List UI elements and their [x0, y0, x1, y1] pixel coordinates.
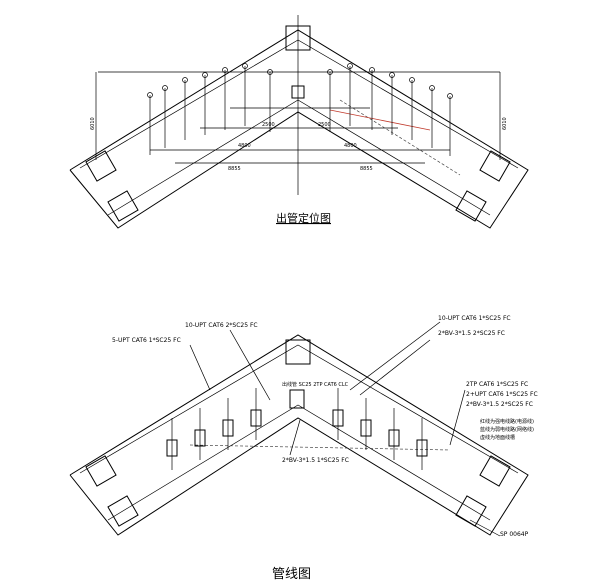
pillar-right-1b — [479, 455, 511, 487]
pillar-left-2b — [107, 495, 139, 527]
bottom-wiring-view: 10-UPT CAT6 2*SC25 FC 5-UPT CAT6 1*SC25 … — [69, 315, 538, 582]
leader-2 — [189, 344, 211, 391]
outlet-marker — [162, 85, 168, 91]
outer-wall-bottom — [69, 334, 529, 536]
callout-5: 出线管 SC25 2TP CAT6 CLC — [282, 381, 349, 388]
pillar-top-b — [285, 339, 311, 365]
bottom-view-title: 管线图 — [272, 567, 311, 582]
inner-wall-bottom — [79, 344, 519, 474]
outlet-marker — [267, 69, 273, 75]
pillar-right-2 — [455, 190, 487, 222]
leader-7 — [469, 519, 501, 537]
outlet-marker — [222, 67, 228, 73]
legend-3: 虚线为地面线槽 — [480, 434, 515, 441]
callout-7: 2TP CAT6 1*SC25 FC — [466, 381, 528, 388]
dim-center-label-2: 2500 — [262, 122, 275, 128]
callout-2: 5-UPT CAT6 1*SC25 FC — [112, 337, 181, 344]
callout-9: 2*BV-3*1.5 2*SC25 FC — [466, 401, 533, 408]
outlet-marker — [369, 67, 375, 73]
dim-center-label-3: 2500 — [318, 122, 331, 128]
inner-wall-bottom-2 — [107, 404, 491, 521]
pillar-left-1 — [85, 150, 117, 182]
leader-1 — [229, 329, 271, 401]
floor-trunk-bottom — [189, 444, 451, 451]
pillar-top — [285, 25, 311, 51]
callout-3: 10-UPT CAT6 1*SC25 FC — [438, 315, 511, 322]
pillar-right-2b — [455, 495, 487, 527]
desk-junction-boxes — [166, 388, 428, 470]
dim-left-label: 6010 — [90, 117, 96, 130]
callout-4: 2*BV-3*1.5 2*SC25 FC — [438, 330, 505, 337]
leader-6 — [449, 389, 466, 446]
dim-center-label-1: 4800 — [238, 143, 251, 149]
pillar-center-b — [289, 389, 305, 409]
top-view-title: 出管定位图 — [276, 211, 331, 225]
dim-bottom-label-2: 8855 — [360, 166, 373, 172]
pillar-center — [291, 85, 305, 99]
power-route — [329, 109, 431, 131]
pillar-left-2 — [107, 190, 139, 222]
pillar-right-1 — [479, 150, 511, 182]
outlet-marker — [327, 69, 333, 75]
leader-4 — [359, 339, 431, 396]
outlet-marker — [447, 93, 453, 99]
top-plan-view: 6010 6010 4800 2500 2500 4800 8855 8855 … — [69, 15, 529, 229]
dim-center-label-4: 4800 — [344, 143, 357, 149]
floor-trunk-dash — [339, 99, 461, 176]
legend-1: 红线为强电线路(电源线) — [480, 418, 534, 425]
outlet-marker — [202, 72, 208, 78]
inner-wall — [79, 39, 519, 169]
pillar-left-1b — [85, 455, 117, 487]
callout-1: 10-UPT CAT6 2*SC25 FC — [185, 322, 258, 329]
dim-bottom-label-1: 8855 — [228, 166, 241, 172]
outlet-marker — [347, 63, 353, 69]
callout-10: SP 0064P — [500, 531, 529, 538]
outlet-marker — [409, 77, 415, 83]
outlet-marker — [147, 92, 153, 98]
outlet-stems — [147, 63, 453, 156]
dim-right-label: 6010 — [502, 117, 508, 130]
outlet-marker — [389, 72, 395, 78]
outlet-marker — [429, 85, 435, 91]
outlet-marker — [182, 77, 188, 83]
outlet-marker — [242, 63, 248, 69]
outer-wall — [69, 29, 529, 229]
callout-8: 2+UPT CAT6 1*SC25 FC — [466, 391, 538, 398]
legend-2: 蓝线为弱电线路(网络线) — [480, 426, 534, 433]
callout-6: 2*BV-3*1.5 1*SC25 FC — [282, 457, 349, 464]
leader-3 — [349, 321, 441, 391]
leader-5 — [289, 419, 301, 456]
